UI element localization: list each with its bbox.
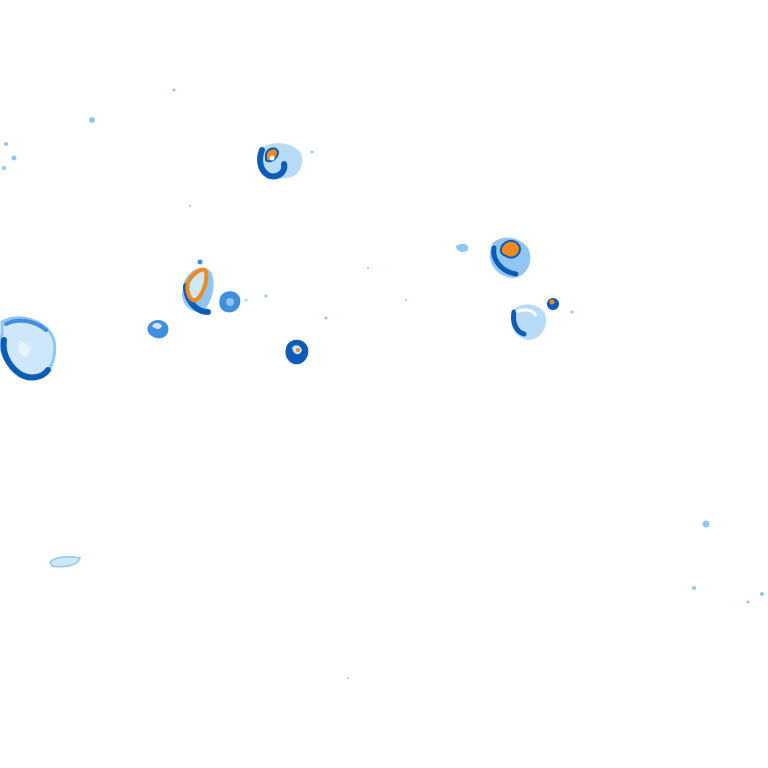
echo-cell-small-left [147,320,169,339]
echo-cell-west-large [0,316,57,381]
echo-cell-south-center [285,339,309,365]
echo-cell-small-right-of-center [219,291,248,313]
echo-cell-east-lower [510,304,547,340]
echo-cell-north [257,143,303,180]
echo-cell-center-left [182,259,214,315]
echo-cell-east-upper [456,237,531,278]
speckle-scatter [2,88,764,679]
echo-cell-east-tiny [547,298,559,310]
